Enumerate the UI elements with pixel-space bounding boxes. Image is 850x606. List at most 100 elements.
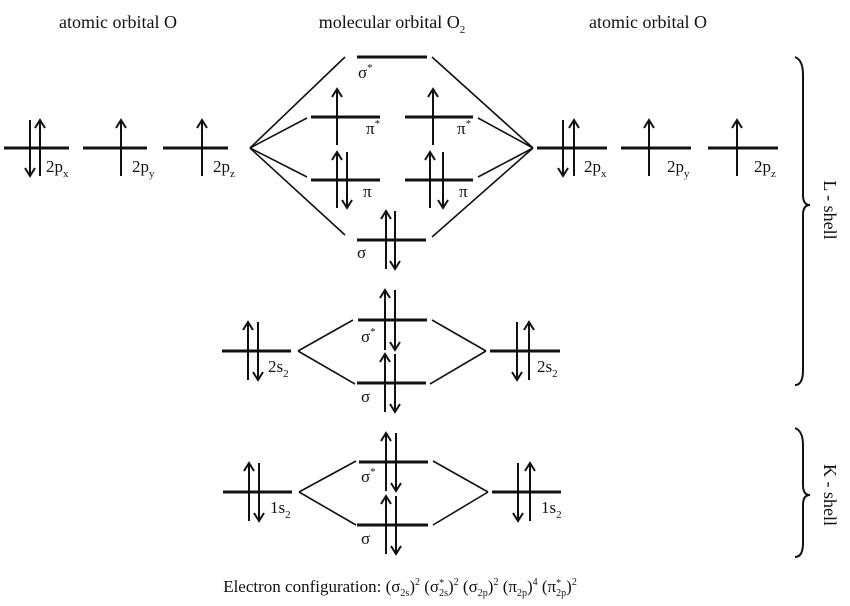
left-orbital-2pz: 2pz [163,118,235,180]
orbital-label: π [363,182,372,201]
right-orbital-2py: 2py [621,118,691,180]
left-orbital-2s2: 2s2 [222,320,291,382]
molecule-title: molecular orbital O2 [319,12,465,36]
spin-up-arrow-icon [568,118,580,176]
spin-up-arrow-icon [731,118,743,176]
spin-down-arrow-icon [511,322,523,382]
orbital-label: 2s2 [537,357,558,380]
orbital-label: σ [357,243,366,262]
right-orbital-2px: 2px [537,118,607,180]
right-orbital-2pz: 2pz [708,118,778,180]
mo-sigma-9: σ [357,494,428,556]
orbital-label: σ* [358,62,373,82]
spin-down-arrow-icon [390,433,402,493]
connector-line [431,147,534,238]
orbital-label: 2py [667,157,690,180]
spin-up-arrow-icon [379,352,391,412]
spin-down-arrow-icon [253,463,265,523]
spin-up-arrow-icon [242,320,254,380]
mo-pi-4: π [405,150,473,210]
left-atom-title: atomic orbital O [59,12,177,32]
spin-up-arrow-icon [380,209,392,269]
connector-line [249,56,346,149]
spin-down-arrow-icon [437,152,449,210]
orbital-label: σ [361,387,370,406]
mo-sigma-star-6: σ* [358,288,427,352]
connector-line [429,350,487,385]
spin-up-arrow-icon [380,431,392,491]
mo-sigma-star-0: σ* [357,55,427,82]
connector-line [249,147,308,178]
connector-line [249,147,346,236]
energy-levels: 2px 2py 2pz 2s2 1s2 2px 2py 2pz 2s2 1s2 σ* π* π* π π σ σ… [4,55,778,556]
spin-down-arrow-icon [389,211,401,271]
spin-up-arrow-icon [34,118,46,176]
left-orbital-2px: 2px [4,118,69,180]
connector-line [477,117,534,149]
spin-down-arrow-icon [389,290,401,352]
orbital-label: 2px [584,157,607,180]
connector-line [298,491,357,526]
spin-down-arrow-icon [512,463,524,523]
connector-line [297,319,354,352]
orbital-label: π* [457,118,471,138]
orbital-label: 2px [46,157,69,180]
mo-pi-star-1: π* [311,87,380,145]
spin-up-arrow-icon [380,494,392,554]
connector-line [249,117,308,149]
spin-up-arrow-icon [643,118,655,176]
config-term: ( [542,577,548,596]
spin-up-arrow-icon [331,150,343,208]
mo-sigma-star-8: σ* [359,431,428,493]
spin-up-arrow-icon [331,87,343,145]
orbital-label: π [459,182,468,201]
connector-line [432,491,489,526]
orbital-label: π* [366,118,380,138]
orbital-label: 1s2 [270,498,291,521]
spin-down-arrow-icon [557,120,569,178]
spin-up-arrow-icon [524,461,536,521]
spin-down-arrow-icon [390,496,402,556]
spin-up-arrow-icon [523,320,535,380]
mo-pi-star-2: π* [405,87,473,145]
spin-up-arrow-icon [427,87,439,145]
k-shell-brace [794,427,811,558]
connector-lines [249,56,534,526]
config-term: ( [386,577,392,596]
spin-up-arrow-icon [196,118,208,176]
left-orbital-2py: 2py [83,118,155,180]
electron-configuration: Electron configuration: (σ2s)2 (σ*2s)2 (… [223,577,577,599]
spin-up-arrow-icon [379,288,391,350]
right-atom-title: atomic orbital O [589,12,707,32]
l-shell-label: L - shell [820,180,840,239]
spin-down-arrow-icon [389,354,401,414]
spin-down-arrow-icon [341,152,353,210]
config-term: ( [463,577,469,596]
right-orbital-1s2: 1s2 [492,461,562,523]
connector-line [477,147,534,178]
connector-line [298,460,357,493]
mo-sigma-7: σ [357,352,426,414]
left-orbital-1s2: 1s2 [223,461,292,523]
orbital-label: σ* [361,326,376,346]
right-orbital-2s2: 2s2 [490,320,560,382]
config-term: ( [503,577,509,596]
l-shell-brace [794,56,811,386]
orbital-label: 1s2 [541,498,562,521]
spin-down-arrow-icon [24,120,36,178]
connector-line [431,56,534,149]
mo-pi-3: π [311,150,380,210]
k-shell-label: K - shell [820,464,840,526]
orbital-label: 2py [132,157,155,180]
spin-down-arrow-icon [252,322,264,382]
spin-up-arrow-icon [243,461,255,521]
spin-up-arrow-icon [424,150,436,208]
orbital-label: 2s2 [268,357,289,380]
orbital-label: 2pz [754,157,776,180]
orbital-label: σ [361,529,370,548]
mo-sigma-5: σ [357,209,426,271]
connector-line [431,319,487,352]
orbital-label: 2pz [213,157,235,180]
config-term: ( [424,577,430,596]
